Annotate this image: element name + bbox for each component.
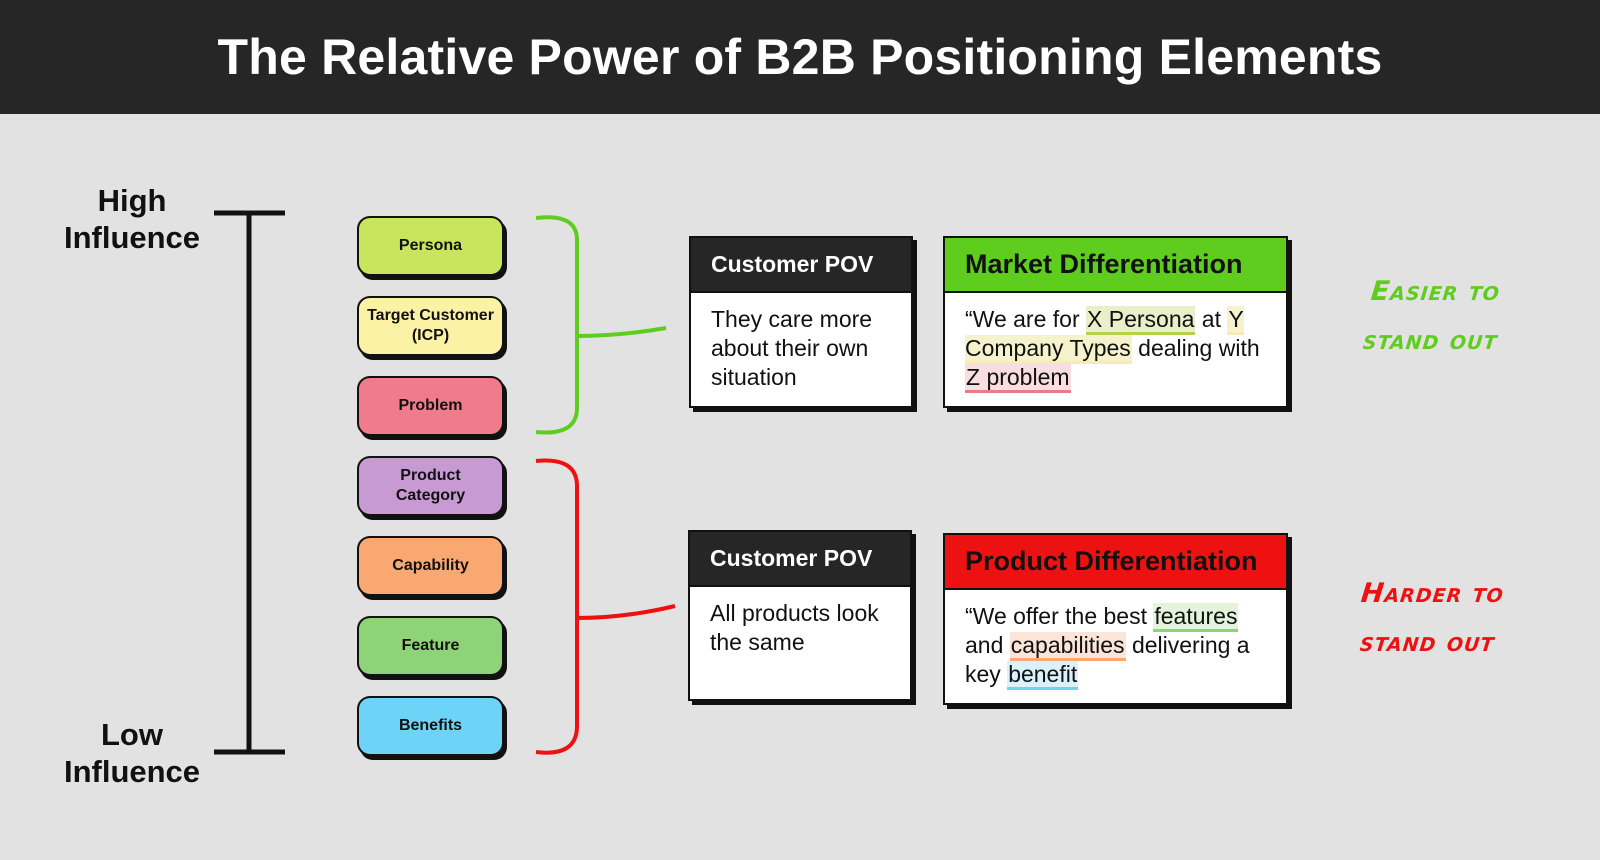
product-differentiation-title: Product Differentiation (945, 535, 1286, 590)
element-pill-capability: Capability (357, 536, 504, 596)
quote-text: at (1195, 306, 1228, 332)
bottom-customer-pov-card: Customer POV All products look the same (688, 530, 912, 701)
quote-text: “We offer the best (965, 603, 1154, 629)
high-influence-line-2: Influence (63, 220, 201, 255)
market-differentiation-title: Market Differentiation (945, 238, 1286, 293)
product-differentiation-quote: “We offer the best features and capabili… (945, 590, 1286, 701)
element-label: Benefits (398, 717, 463, 734)
title-banner: The Relative Power of B2B Positioning El… (0, 0, 1600, 114)
element-label: Category (395, 487, 466, 504)
highlight-benefit: benefit (1007, 661, 1079, 690)
easier-to-stand-out-note: Easier to stand out (1328, 267, 1538, 365)
highlight-persona: X Persona (1086, 306, 1196, 335)
element-label: Problem (398, 397, 463, 414)
element-label: Capability (392, 557, 469, 574)
market-differentiation-card: Market Differentiation “We are for X Per… (943, 236, 1288, 408)
product-differentiation-card: Product Differentiation “We offer the be… (943, 533, 1288, 705)
element-label: Feature (401, 637, 460, 654)
highlight-features: features (1153, 603, 1239, 632)
page-title: The Relative Power of B2B Positioning El… (217, 29, 1383, 85)
quote-text: dealing with (1131, 335, 1260, 361)
high-influence-label: High Influence (42, 182, 222, 256)
highlight-capabilities: capabilities (1009, 632, 1126, 661)
low-influence-line-2: Influence (63, 754, 201, 789)
low-influence-label: Low Influence (42, 716, 222, 790)
note-line-2: stand out (1361, 325, 1500, 356)
bottom-pov-title: Customer POV (690, 532, 910, 587)
top-pov-title: Customer POV (691, 238, 911, 293)
market-differentiation-quote: “We are for X Persona at Y Company Types… (945, 293, 1286, 404)
element-label: Persona (398, 237, 463, 254)
note-line-1: Harder to (1359, 578, 1506, 609)
element-label: Target Customer (367, 307, 494, 324)
bottom-bracket (535, 458, 676, 755)
note-line-1: Easier to (1369, 276, 1502, 307)
note-line-2: stand out (1358, 627, 1497, 658)
element-label: (ICP) (411, 327, 450, 344)
element-label: Product (400, 467, 461, 484)
element-pill-problem: Problem (357, 376, 504, 436)
quote-text: and (965, 632, 1010, 658)
quote-text: “We are for (965, 306, 1086, 332)
influence-axis (214, 210, 285, 755)
low-influence-line-1: Low (101, 717, 163, 752)
element-pill-feature: Feature (357, 616, 504, 676)
quote-text: delivering a key (965, 632, 1250, 687)
high-influence-line-1: High (97, 183, 167, 218)
bottom-pov-text: All products look the same (710, 600, 879, 655)
element-pill-benefits: Benefits (357, 696, 504, 756)
top-pov-text: They care more about their own situation (711, 306, 873, 390)
highlight-problem: Z problem (965, 364, 1071, 393)
top-bracket (535, 215, 667, 435)
element-pill-target-customer: Target Customer (ICP) (357, 296, 504, 356)
element-pill-persona: Persona (357, 216, 504, 276)
harder-to-stand-out-note: Harder to stand out (1325, 569, 1535, 667)
top-customer-pov-card: Customer POV They care more about their … (689, 236, 913, 408)
